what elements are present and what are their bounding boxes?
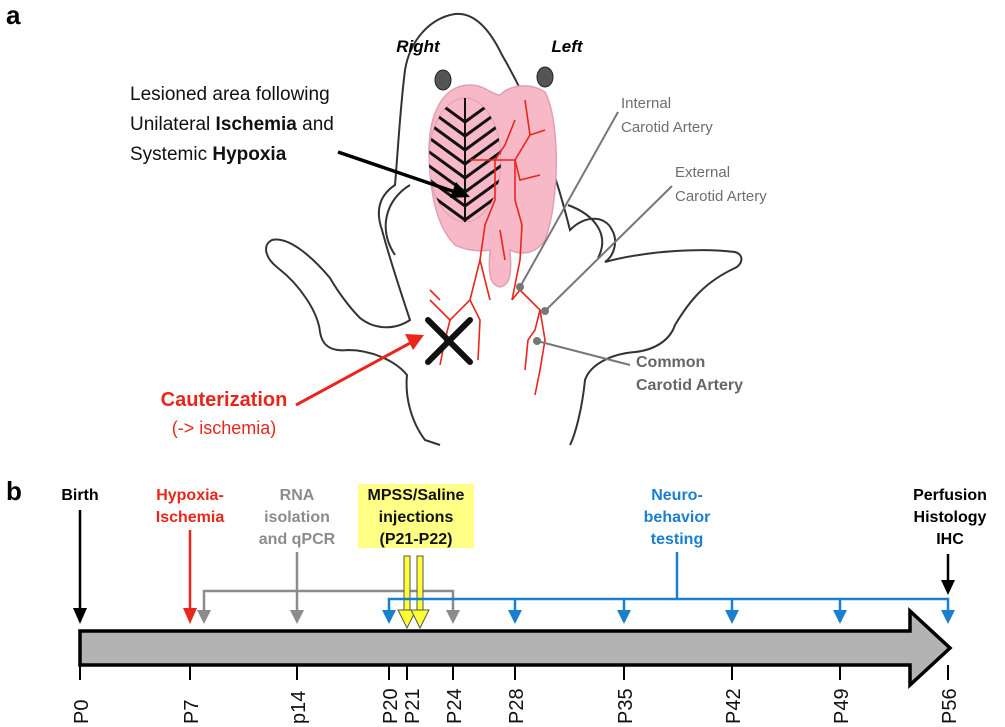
neuro-arrow-heads [382,610,955,624]
rna-bracket [204,552,453,612]
ischemia-note: (-> ischemia) [172,418,277,438]
panel-b-letter: b [6,476,22,506]
neuro-label-line2: behavior [644,509,711,526]
mouse-left-ear [386,185,410,255]
tick-label-p35: P35 [615,688,637,724]
perfusion-label-line1: Perfusion [913,487,987,504]
tick-label-p7: P7 [181,700,203,724]
timeline-ticks [80,665,948,680]
lesion-label-line3: Systemic Hypoxia [130,144,287,165]
rna-label-line1: RNA [280,487,315,504]
tick-label-p49: P49 [831,688,853,724]
rna-arrow-head-p24 [446,610,460,624]
tick-label-p0: P0 [71,700,93,724]
panel-a-letter: a [6,0,21,30]
mpss-label-line2: injections [379,509,454,526]
tick-label-p28: P28 [506,688,528,724]
cauterization-label: Cauterization [161,389,288,411]
tick-label-p42: P42 [723,688,745,724]
neuro-label-line3: testing [651,531,703,548]
common-carotid-line1: Common [636,354,705,371]
external-carotid-dot [541,307,549,315]
hypoxia-label-line2: Ischemia [156,509,225,526]
cauterization-arrow-head [405,334,424,350]
mpss-label-line1: MPSS/Saline [368,487,465,504]
rna-arrow-head-p7 [197,610,211,624]
rna-arrow-head-p14 [290,610,304,624]
tick-label-p21: P21 [402,688,424,724]
mouse-eye-right [435,70,451,90]
common-carotid-pointer [537,341,630,365]
tick-label-p56: P56 [939,688,961,724]
internal-carotid-dot [516,283,524,291]
common-carotid-line2: Carotid Artery [636,377,743,394]
tick-label-p24: P24 [444,688,466,724]
internal-carotid-line2: Carotid Artery [621,119,713,136]
neuro-label-line1: Neuro- [651,487,703,504]
external-carotid-line2: Carotid Artery [675,188,767,205]
lesion-label-line2: Unilateral Ischemia and [130,114,334,135]
mouse-eye-left [537,67,553,87]
mouse-right-ear [568,205,602,258]
birth-label: Birth [61,487,98,504]
left-label: Left [551,37,584,56]
rna-label-line2: isolation [264,509,330,526]
hypoxia-label-line1: Hypoxia- [156,487,224,504]
internal-carotid-line1: Internal [621,95,671,112]
birth-arrow-head [73,608,87,624]
perfusion-label-line3: IHC [936,531,964,548]
neuro-bracket [389,552,948,612]
tick-label-p20: P20 [380,688,402,724]
lesion-label-line1: Lesioned area following [130,84,330,105]
rna-label-line3: and qPCR [259,531,336,548]
lesion-label: Lesioned area following Unilateral Ische… [130,84,334,165]
tick-label-p14: p14 [288,691,310,724]
right-label: Right [396,37,441,56]
cauterization-arrow [296,342,412,405]
perfusion-label-line2: Histology [914,509,987,526]
external-carotid-line1: External [675,164,730,181]
common-carotid-dot [533,337,541,345]
hypoxia-arrow-head [183,608,197,624]
mpss-label-line3: (P21-P22) [380,531,453,548]
perfusion-arrow-head [941,580,955,595]
